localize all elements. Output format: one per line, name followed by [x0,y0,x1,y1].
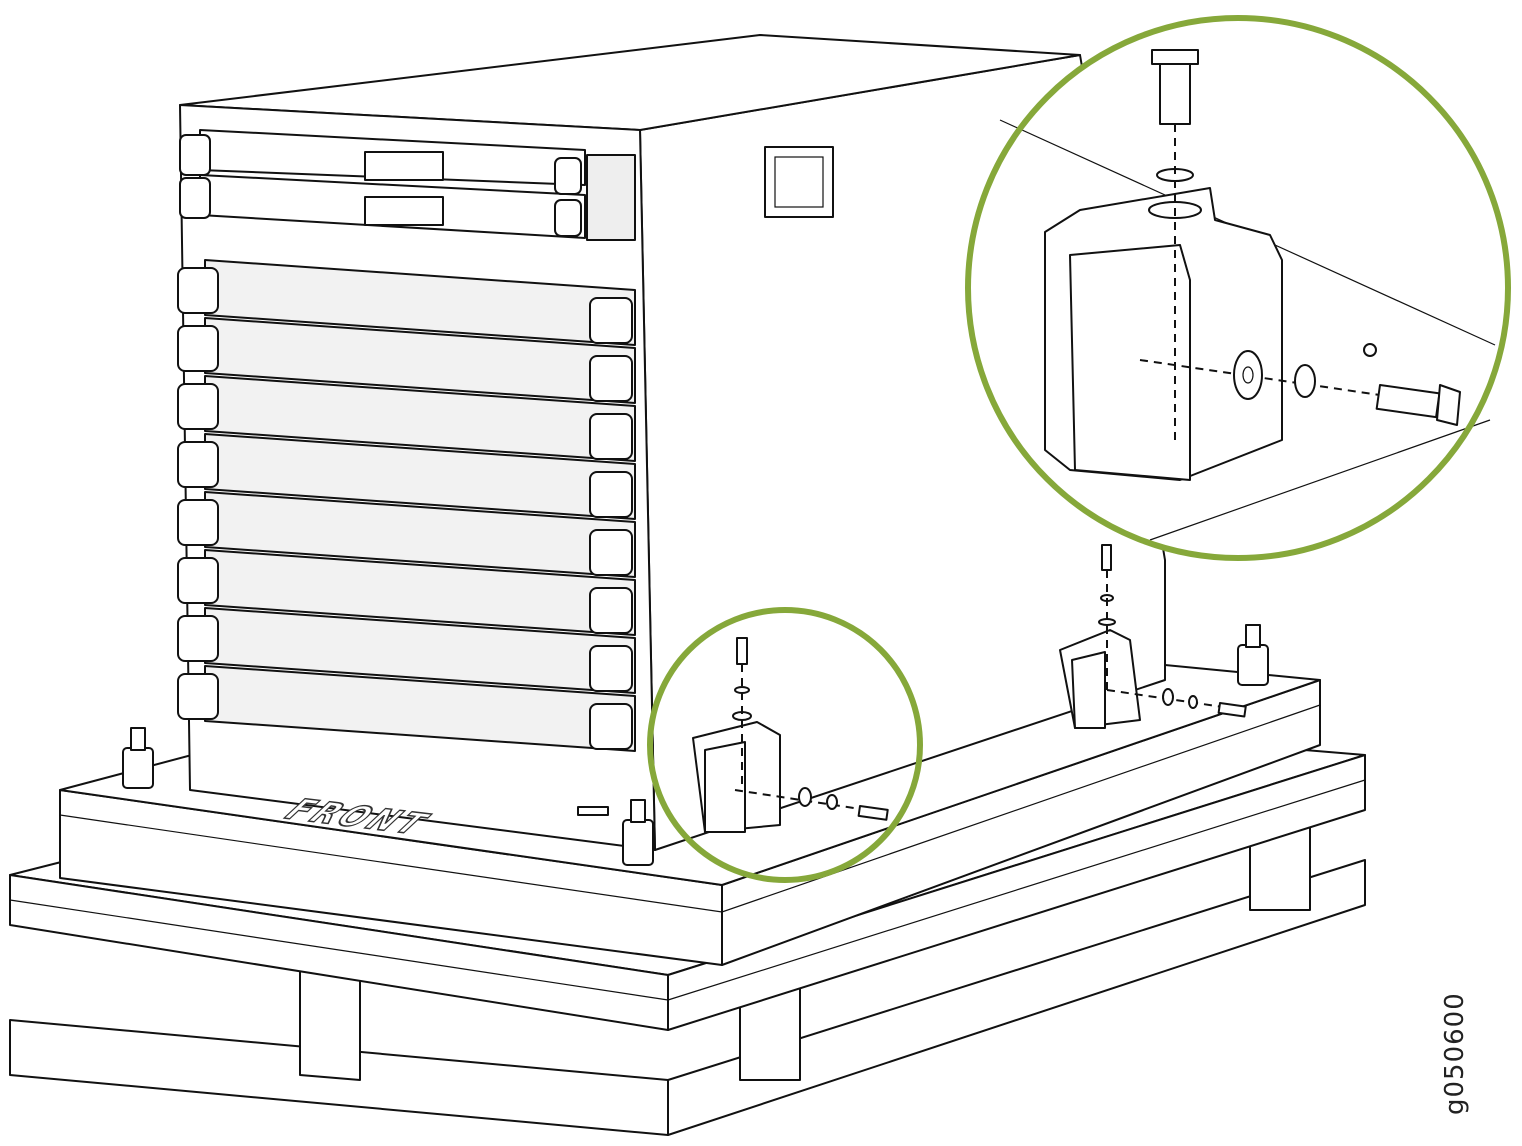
module-handle-left [177,615,219,662]
module-handle-left [177,267,219,314]
module-handle-right [589,355,633,402]
module-handle-left [177,557,219,604]
module-handle-right [589,413,633,460]
module-handle-left [177,325,219,372]
vertical-bolt-icon [1159,61,1191,125]
leveling-feet [122,624,1269,866]
module-handle-left [177,383,219,430]
module-handle-right [589,703,633,750]
router-chassis [177,34,1166,851]
bolt-icon [736,637,748,665]
module-handle-right [589,529,633,576]
module-handle-right [589,645,633,692]
detail-callout-circle-small [647,607,923,883]
module-handle-right [589,471,633,518]
module-handle-right [589,297,633,344]
module-handle-right [589,587,633,634]
detail-callout-bracket [968,18,1508,558]
figure-id: g050600 [1440,992,1470,1115]
module-handle-left [177,673,219,720]
front-bracket-assembly [692,637,889,833]
module-handle-left [177,441,219,488]
module-handle-left [177,499,219,546]
detail-callout-circle-large [965,15,1511,561]
rear-bracket-assembly [1059,544,1247,729]
